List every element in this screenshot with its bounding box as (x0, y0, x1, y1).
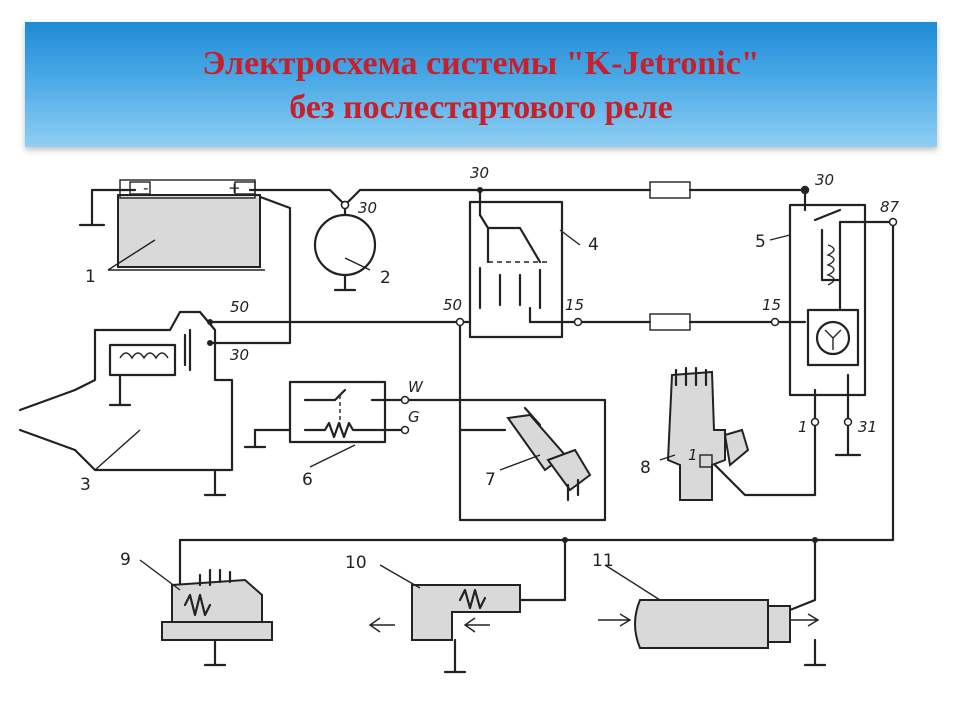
wire-main-bus (248, 188, 807, 212)
wire-battery-starter (208, 193, 292, 345)
leader-3 (94, 429, 141, 471)
electric-fuel-pump (598, 599, 827, 667)
wire-relay5-31 (834, 373, 862, 457)
leader-11 (604, 564, 661, 601)
wire-block7-frame (458, 398, 607, 522)
wire-relay5-1 (710, 388, 817, 497)
terminal-50-relay4: 50 (443, 296, 462, 314)
fuse-top (649, 181, 691, 199)
terminal-87: 87 (880, 198, 900, 216)
terminal-15-relay4: 15 (565, 296, 584, 314)
battery-minus-label: - (143, 179, 148, 197)
battery-plus-label: + (228, 179, 241, 197)
title-line-1: Электросхема системы "K-Jetronic" (202, 45, 760, 82)
terminal-1-relay5: 1 (798, 418, 808, 436)
leader-8 (659, 454, 676, 461)
terminal-W: W (408, 378, 424, 396)
leader-7 (499, 454, 541, 471)
terminal-30-starter: 30 (230, 346, 249, 364)
title-banner: Электросхема системы "K-Jetronic" без по… (25, 22, 937, 147)
wire-to-10 (518, 538, 567, 602)
terminal-30-relay5: 30 (815, 171, 834, 189)
component-number-10: 10 (345, 553, 367, 573)
terminal-G: G (408, 408, 420, 426)
leader-9 (139, 559, 181, 591)
component-number-4: 4 (588, 235, 599, 255)
terminal-31-relay5: 31 (858, 418, 877, 436)
auxiliary-air-valve (368, 584, 521, 674)
terminal-30-top: 30 (470, 164, 489, 182)
wire-relay5-87 (178, 220, 895, 592)
terminal-30-alternator: 30 (358, 199, 377, 217)
fuse-15 (649, 313, 691, 331)
leader-1 (107, 239, 156, 271)
leader-6 (309, 444, 356, 468)
terminal-50-starter: 50 (230, 298, 249, 316)
leader-4 (559, 229, 581, 246)
starter-motor (18, 310, 234, 497)
terminal-15-relay5: 15 (762, 296, 781, 314)
wire-50-down (458, 320, 507, 432)
component-number-1: 1 (85, 267, 96, 287)
ignition-distributor (666, 366, 750, 501)
component-number-11: 11 (592, 551, 614, 571)
component-number-5: 5 (755, 232, 766, 252)
component-number-9: 9 (120, 550, 131, 570)
relay-4 (455, 200, 583, 339)
component-number-6: 6 (302, 470, 313, 490)
wire-to-11 (788, 538, 817, 612)
leader-2 (344, 257, 371, 271)
component-number-8: 8 (640, 458, 651, 478)
title-line-2: без послестартового реле (289, 89, 673, 126)
battery: - + (108, 179, 265, 271)
component-number-2: 2 (380, 268, 391, 288)
leader-10 (379, 564, 421, 589)
cold-start-valve (506, 406, 592, 502)
component-number-3: 3 (80, 475, 91, 495)
leader-5 (769, 234, 791, 241)
relay-5 (770, 185, 898, 427)
component-number-7: 7 (485, 470, 496, 490)
slide-title: Электросхема системы "K-Jetronic" без по… (25, 42, 937, 130)
terminal-1-distributor: 1 (688, 446, 698, 464)
thermo-time-switch (243, 380, 410, 449)
warm-up-regulator (161, 568, 273, 667)
